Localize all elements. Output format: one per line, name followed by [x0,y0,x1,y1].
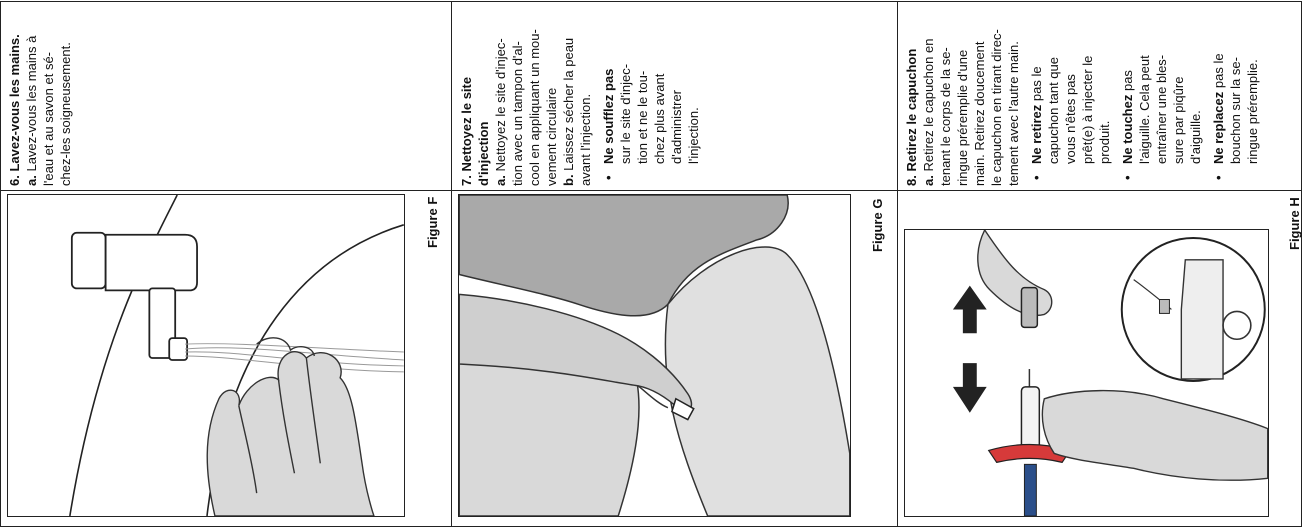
column-divider-1 [451,1,452,527]
hand-removing-cap-illustration [977,230,1053,317]
sink-edge-left [69,195,178,516]
thigh-cleaning-illustration [664,246,850,516]
step7-bullet-line-6: l'injection. [686,107,701,164]
step8-bullet2-line-4: sure par piqûre [1171,76,1186,164]
step7-title-line-2: d'injection [476,121,491,186]
shorts-illustration [459,195,789,317]
step7-bullet-line-4: chez plus avant [652,73,667,164]
step8-bullet3-line-2: bouchon sur la se- [1228,57,1243,164]
step8-bullet2-line-5: d'aiguille. [1188,110,1203,164]
bullet-icon: • [1211,175,1226,180]
needle-cap-icon [1020,286,1039,329]
step8-bullet2-line-2: l'aiguille. Cela peut [1137,55,1152,164]
hand-holding-syringe-illustration [1041,389,1268,481]
step8-bullet1-line-2: capuchon tant que [1046,57,1061,164]
step7-b-line-1: b. Laissez sécher la peau [561,37,576,186]
step6-a-line-1: a. Lavez-vous les mains à [24,35,39,186]
figure-h-panel [904,229,1269,517]
step6-a-line-2: l'eau et au savon et sé- [41,51,56,186]
bullet-icon: • [1029,175,1044,180]
column-divider-2 [897,1,898,527]
step7-bullet-line-5: d'administrer [669,89,684,164]
step7-title-line-1: 7. Nettoyez le site [459,76,474,186]
sharps-container-illustration [1180,259,1224,380]
step7-b-line-2: avant l'injection. [578,93,593,186]
step8-a-line-4: main. Retirez doucement [972,41,987,186]
faucet-illustration [70,231,198,361]
step7-bullet-line-2: sur le site d'injec- [618,63,633,164]
figure-f-label: Figure F [425,196,440,248]
figure-g-panel [458,194,851,517]
step7-a-line-4: vement circulaire [544,87,559,186]
figure-f-illustration [69,195,404,516]
step8-bullet1-line-4: prêt(e) à injecter le [1080,55,1095,164]
arrow-down-icon [952,363,987,413]
step7-a-line-1: a. Nettoyez le site d'injec- [493,38,508,186]
step7-a-line-3: cool en appliquant un mou- [527,29,542,186]
step7-a-line-2: tion avec un tampon d'al- [510,41,525,186]
biohazard-icon [1222,310,1252,341]
figure-f-panel [7,194,405,517]
step8-a-line-5: le capuchon en tirant direc- [989,29,1004,186]
step8-title: 8. Retirez le capuchon [904,48,919,186]
sharps-disposal-inset [1120,236,1266,382]
water-stream [185,343,404,373]
figure-g-label: Figure G [870,198,885,252]
step8-bullet1-line-1: •Ne retirez pas le [1029,66,1044,180]
step8-a-line-3: ringue préremplie d'une [955,49,970,186]
syringe-illustration [987,386,1072,516]
step8-bullet1-line-5: produit. [1097,120,1112,164]
step8-bullet2-line-3: entraîner une bles- [1154,54,1169,164]
figure-g-illustration [459,195,850,516]
step7-bullet-line-3: tion et ne le tou- [635,70,650,164]
step8-a-line-1: a. Retirez le capuchon en [921,38,936,186]
row-divider [0,190,1302,191]
step8-bullet1-line-3: vous n'êtes pas [1063,74,1078,164]
step6-title: 6. Lavez-vous les mains. [7,34,22,186]
step7-text: 7. Nettoyez le site d'injection a. Netto… [458,29,702,186]
step8-bullet3-line-3: ringue préremplie. [1245,59,1260,164]
step8-a-line-2: tenant le corps de la se- [938,47,953,186]
hands-washing-illustration [206,337,375,516]
bullet-icon: • [601,175,616,180]
step7-bullet-line-1: •Ne soufflez pas [601,68,616,180]
bullet-icon: • [1120,175,1135,180]
step8-bullet2-line-1: •Ne touchez pas [1120,70,1135,180]
step6-text: 6. Lavez-vous les mains. a. Lavez-vous l… [6,34,74,186]
arrow-up-icon [952,285,987,334]
step8-bullet3-line-1: •Ne replacez pas le [1211,53,1226,180]
alcohol-swab-icon [670,397,695,421]
figure-h-label: Figure H [1287,197,1302,250]
step8-a-line-6: tement avec l'autre main. [1006,41,1021,186]
figure-h-illustration [952,230,1268,516]
step6-a-line-3: chez-les soigneusement. [58,42,73,186]
step8-text: 8. Retirez le capuchon a. Retirez le cap… [903,29,1261,186]
